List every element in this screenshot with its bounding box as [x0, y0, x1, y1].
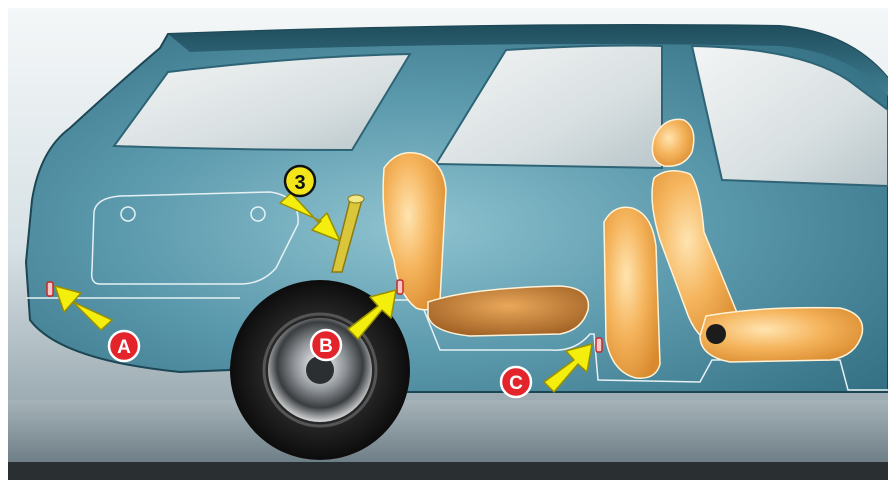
seat-recline-knob	[706, 324, 726, 344]
folded-middle-seat-icon	[604, 207, 660, 378]
callout-a: A	[109, 331, 139, 361]
callout-3: 3	[285, 166, 315, 196]
jack-point-c	[596, 338, 602, 352]
callout-a-label: A	[117, 337, 131, 358]
jack-point-b	[397, 280, 403, 294]
callout-b-label: B	[319, 336, 333, 357]
callout-b: B	[311, 330, 341, 360]
jack-point-a	[47, 282, 53, 296]
callout-c: C	[501, 367, 531, 397]
callout-c-label: C	[509, 373, 523, 394]
callout-3-label: 3	[294, 172, 305, 194]
ground-shadow	[8, 462, 888, 480]
ground	[8, 400, 888, 462]
